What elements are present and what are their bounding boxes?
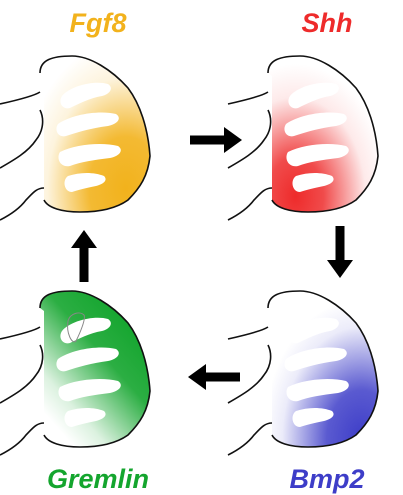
label-shh: Shh — [302, 8, 353, 38]
arrow-bmp2-to-gremlin — [188, 364, 240, 390]
label-fgf8: Fgf8 — [70, 8, 127, 38]
label-gremlin: Gremlin — [47, 464, 149, 494]
limb-shh — [228, 56, 378, 220]
arrow-shh-to-bmp2 — [327, 226, 353, 278]
arrow-fgf8-to-shh — [190, 127, 242, 153]
limb-gremlin — [0, 291, 150, 455]
label-bmp2: Bmp2 — [289, 464, 364, 494]
arrow-gremlin-to-fgf8 — [71, 230, 97, 282]
limb-bmp2 — [228, 291, 378, 455]
limb-fgf8 — [0, 56, 150, 220]
